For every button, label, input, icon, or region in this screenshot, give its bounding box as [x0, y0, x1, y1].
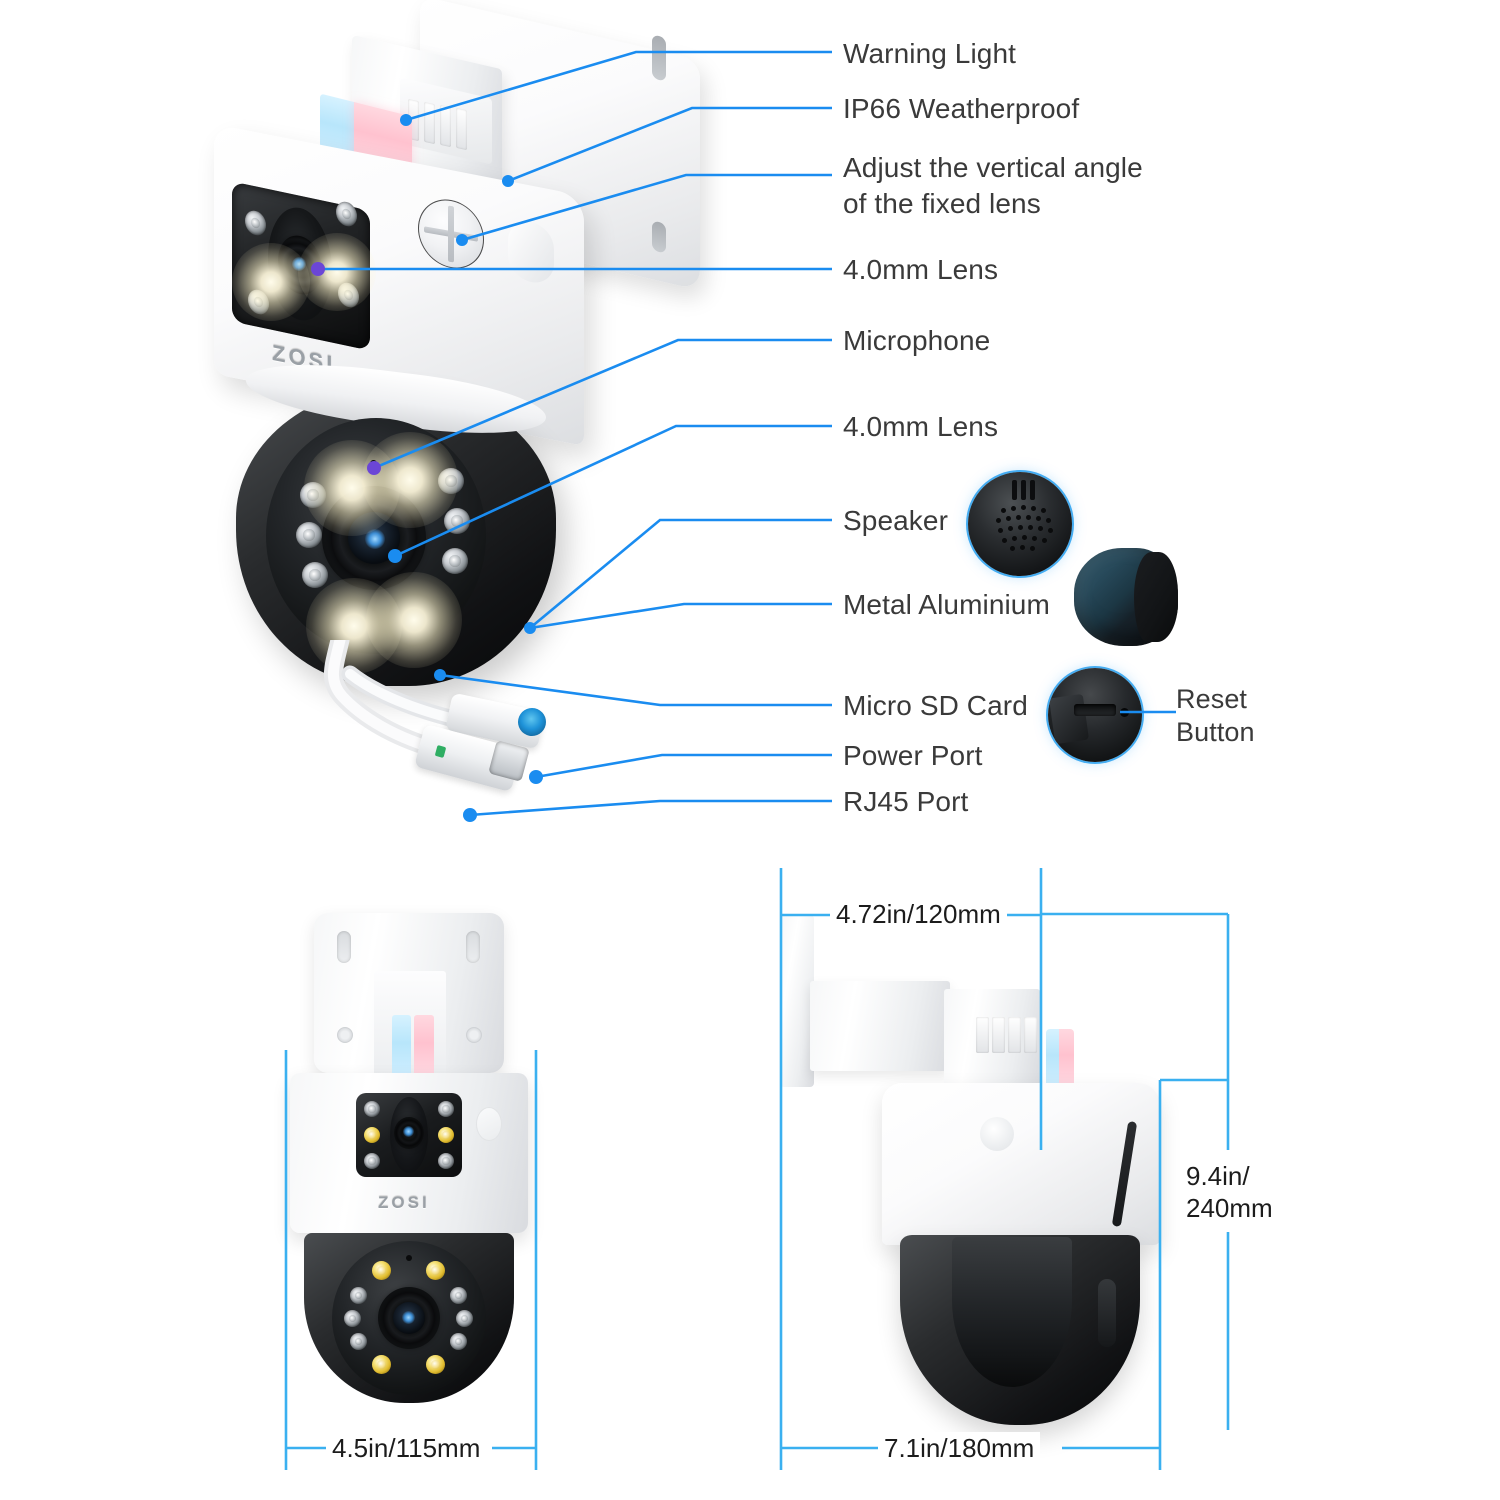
- front-ptz-spotlight: [426, 1355, 445, 1374]
- mount-keyhole-right: [466, 931, 480, 963]
- callout-power-port: Power Port: [843, 740, 983, 771]
- front-ptz-spotlight: [372, 1261, 391, 1280]
- side-vent-slat: [1024, 1017, 1037, 1053]
- front-ptz-ir-led: [350, 1287, 367, 1304]
- front-microphone-pinhole: [406, 1255, 412, 1261]
- hero-camera-render: ZOSI: [0, 0, 760, 860]
- front-ptz-ir-led: [450, 1333, 467, 1350]
- front-ptz-ir-led: [456, 1310, 473, 1327]
- ptz-ir-led: [442, 548, 468, 574]
- callout-metal-aluminium: Metal Aluminium: [843, 589, 1050, 620]
- wall-mount-slot-lower: [652, 220, 666, 254]
- front-fixed-lens-highlight: [403, 1126, 414, 1137]
- front-ptz-spotlight: [426, 1261, 445, 1280]
- sd-card-flap: [1048, 693, 1090, 745]
- speaker-detail-bubble: [968, 472, 1072, 576]
- callout-micro-sd-card: Micro SD Card: [843, 690, 1028, 721]
- front-fixed-ir-led: [438, 1101, 454, 1117]
- ptz-spotlight: [362, 432, 458, 528]
- side-vent-slat: [1008, 1017, 1021, 1053]
- dimension-depth-180mm: 7.1in/180mm: [878, 1432, 1041, 1464]
- callout-speaker: Speaker: [843, 505, 948, 536]
- dimension-height-240mm: 9.4in/ 240mm: [1180, 1160, 1279, 1224]
- speaker-vent-slot: [1021, 480, 1026, 500]
- side-vent-slat: [992, 1017, 1005, 1053]
- side-dome-port: [1098, 1279, 1116, 1347]
- callout-reset-button: Reset Button: [1176, 684, 1255, 747]
- mount-screw-hole-right: [466, 1027, 482, 1043]
- fixed-module-spotlight: [232, 243, 310, 321]
- side-vent-slat: [976, 1017, 989, 1053]
- camera-cable: [300, 630, 600, 840]
- sd-card-slot: [1074, 704, 1116, 716]
- front-ptz-ir-led: [350, 1333, 367, 1350]
- callout-lens-ptz: 4.0mm Lens: [843, 411, 999, 442]
- vent-slat: [440, 104, 451, 148]
- side-warning-light-blue: [1046, 1029, 1060, 1087]
- front-ptz-lens-highlight: [402, 1311, 415, 1324]
- dimension-depth-120mm: 4.72in/120mm: [830, 898, 1007, 930]
- callout-ip66-weatherproof: IP66 Weatherproof: [843, 93, 1080, 124]
- side-warning-light-pink: [1059, 1029, 1074, 1087]
- side-wall-plate: [780, 915, 814, 1087]
- ptz-ir-led: [444, 508, 470, 534]
- front-fixed-spotlight: [438, 1127, 454, 1143]
- side-warning-light: [1046, 1029, 1074, 1087]
- speaker-vent-slot: [1030, 480, 1035, 500]
- wall-mount-slot-upper: [652, 34, 666, 82]
- front-side-screw: [476, 1107, 502, 1141]
- reset-button-pinhole: [1120, 708, 1129, 717]
- front-warning-light-blue: [392, 1015, 411, 1077]
- front-ptz-ir-led: [344, 1310, 361, 1327]
- micro-sd-detail-bubble: [1048, 668, 1142, 762]
- side-view-render: [780, 905, 1200, 1435]
- front-ptz-ir-led: [450, 1287, 467, 1304]
- side-dome-barrel: [952, 1237, 1072, 1387]
- callout-lens-top: 4.0mm Lens: [843, 254, 999, 285]
- side-bracket-arm: [810, 981, 950, 1071]
- front-fixed-spotlight: [364, 1127, 380, 1143]
- callout-vertical-angle: Adjust the vertical angle of the fixed l…: [843, 152, 1143, 219]
- ptz-spotlight: [366, 572, 462, 668]
- front-fixed-ir-led: [438, 1153, 454, 1169]
- ptz-ir-led: [302, 562, 328, 588]
- mount-screw-hole-left: [337, 1027, 353, 1043]
- front-warning-light-pink: [414, 1015, 434, 1077]
- microphone-pinhole: [370, 460, 377, 467]
- front-warning-light: [392, 1015, 434, 1077]
- front-view-render: ZOSI: [280, 905, 540, 1425]
- ptz-ir-led: [296, 522, 322, 548]
- callout-microphone: Microphone: [843, 325, 991, 356]
- dimension-width-115mm: 4.5in/115mm: [326, 1432, 487, 1464]
- callout-warning-light: Warning Light: [843, 38, 1017, 69]
- callout-rj45-port: RJ45 Port: [843, 786, 969, 817]
- front-ptz-spotlight: [372, 1355, 391, 1374]
- mount-keyhole-left: [337, 931, 351, 963]
- metal-aluminium-detail: [1074, 548, 1178, 646]
- front-fixed-ir-led: [364, 1153, 380, 1169]
- side-adjust-screw: [980, 1117, 1014, 1151]
- vent-slat: [424, 101, 435, 145]
- fixed-module-spotlight: [298, 233, 376, 311]
- ptz-lens-highlight: [365, 529, 385, 549]
- front-fixed-ir-led: [364, 1101, 380, 1117]
- vent-slat: [456, 107, 467, 151]
- speaker-vent-slot: [1012, 480, 1017, 500]
- front-brand-logo: ZOSI: [378, 1193, 430, 1212]
